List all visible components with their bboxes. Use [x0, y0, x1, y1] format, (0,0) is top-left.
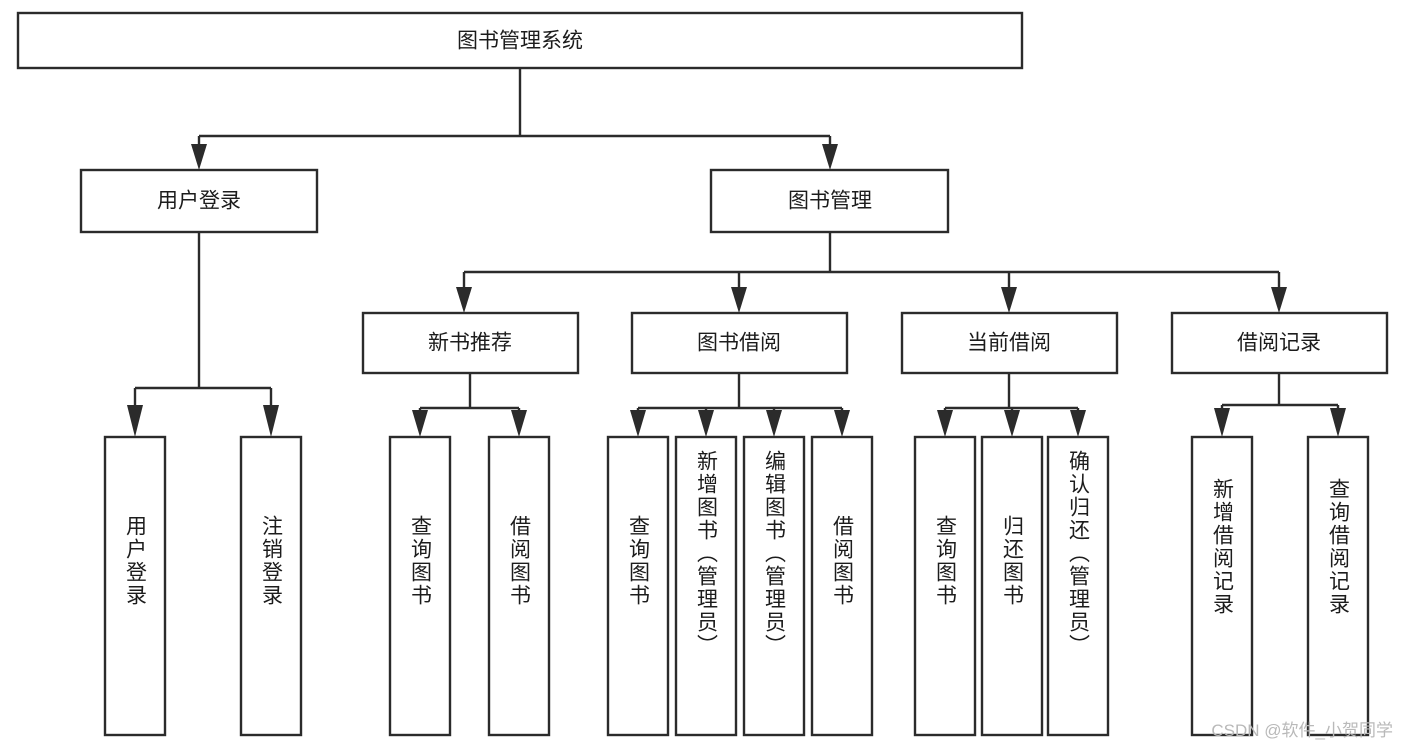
- node-current-borrow-box[interactable]: [900, 311, 1119, 375]
- connector-group-new-book-recommend: [412, 373, 527, 437]
- node-user-login[interactable]: 用户登录: [79, 168, 319, 234]
- node-leaf-confirm-return-label: 确认归还（管理员）: [1067, 450, 1091, 657]
- arrow-head-current-borrow: [1001, 287, 1017, 313]
- node-book-management-box[interactable]: [709, 168, 950, 234]
- node-leaf-borrow-book-1[interactable]: 借阅图书: [487, 435, 551, 737]
- connector-group-book-borrow: [630, 373, 850, 437]
- node-leaf-confirm-return[interactable]: 确认归还（管理员）: [1046, 435, 1110, 737]
- node-book-borrow-box[interactable]: [630, 311, 849, 375]
- arrow-head-leaf-edit-book: [766, 410, 782, 437]
- arrow-head-new-book-recommend: [456, 287, 472, 313]
- node-leaf-add-book-box[interactable]: [674, 435, 738, 737]
- arrow-head-leaf-borrow-book-1: [511, 410, 527, 437]
- node-leaf-edit-book-box[interactable]: [742, 435, 806, 737]
- node-borrow-record-box[interactable]: [1170, 311, 1389, 375]
- node-leaf-query-record[interactable]: 查询借阅记录: [1306, 435, 1370, 737]
- node-root-box[interactable]: [16, 11, 1024, 70]
- node-new-book-recommend[interactable]: 新书推荐: [361, 311, 580, 375]
- node-user-login-box[interactable]: [79, 168, 319, 234]
- node-leaf-borrow-book-2-label: 借阅图书: [831, 515, 855, 607]
- node-leaf-query-book-2-box[interactable]: [606, 435, 670, 737]
- node-leaf-user-login-box[interactable]: [103, 435, 167, 737]
- connector-group-root: [191, 68, 838, 170]
- node-leaf-logout-login-box[interactable]: [239, 435, 303, 737]
- node-leaf-query-book-3[interactable]: 查询图书: [913, 435, 977, 737]
- node-leaf-query-book-2[interactable]: 查询图书: [606, 435, 670, 737]
- node-leaf-borrow-book-1-label: 借阅图书: [508, 515, 532, 607]
- arrow-head-book-management: [822, 144, 838, 170]
- node-leaf-user-login[interactable]: 用户登录: [103, 435, 167, 737]
- node-root-label: 图书管理系统: [457, 30, 583, 53]
- node-leaf-query-book-1-box[interactable]: [388, 435, 452, 737]
- node-borrow-record[interactable]: 借阅记录: [1170, 311, 1389, 375]
- node-leaf-add-record-box[interactable]: [1190, 435, 1254, 737]
- node-leaf-query-book-3-label: 查询图书: [934, 515, 958, 607]
- arrow-head-leaf-confirm-return: [1070, 410, 1086, 437]
- node-book-management-label: 图书管理: [788, 190, 872, 213]
- node-leaf-logout-login-label: 注销登录: [260, 515, 284, 607]
- node-leaf-edit-book[interactable]: 编辑图书（管理员）: [742, 435, 806, 737]
- node-leaf-confirm-return-box[interactable]: [1046, 435, 1110, 737]
- connector-group-book-management: [456, 232, 1287, 313]
- node-leaf-add-record-label: 新增借阅记录: [1211, 478, 1235, 616]
- node-leaf-logout-login[interactable]: 注销登录: [239, 435, 303, 737]
- node-leaf-borrow-book-1-box[interactable]: [487, 435, 551, 737]
- node-book-management[interactable]: 图书管理: [709, 168, 950, 234]
- node-leaf-query-book-2-label: 查询图书: [627, 515, 651, 607]
- arrow-head-leaf-add-record: [1214, 408, 1230, 437]
- node-leaf-borrow-book-2[interactable]: 借阅图书: [810, 435, 874, 737]
- node-root[interactable]: 图书管理系统: [16, 11, 1024, 70]
- node-new-book-recommend-label: 新书推荐: [428, 332, 512, 355]
- arrow-head-user-login: [191, 144, 207, 170]
- node-book-borrow[interactable]: 图书借阅: [630, 311, 849, 375]
- node-current-borrow[interactable]: 当前借阅: [900, 311, 1119, 375]
- node-leaf-query-book-1[interactable]: 查询图书: [388, 435, 452, 737]
- node-leaf-add-book[interactable]: 新增图书（管理员）: [674, 435, 738, 737]
- arrow-head-leaf-query-book-3: [937, 410, 953, 437]
- node-leaf-query-record-label: 查询借阅记录: [1327, 478, 1351, 616]
- node-leaf-query-book-3-box[interactable]: [913, 435, 977, 737]
- node-leaf-user-login-label: 用户登录: [124, 515, 148, 607]
- arrow-head-leaf-query-record: [1330, 408, 1346, 437]
- node-leaf-query-book-1-label: 查询图书: [409, 515, 433, 607]
- arrow-head-leaf-logout-login: [263, 405, 279, 437]
- node-leaf-borrow-book-2-box[interactable]: [810, 435, 874, 737]
- arrow-head-leaf-borrow-book-2: [834, 410, 850, 437]
- connector-group-borrow-record: [1214, 373, 1346, 437]
- node-borrow-record-label: 借阅记录: [1237, 332, 1321, 355]
- node-leaf-add-book-label: 新增图书（管理员）: [695, 450, 719, 657]
- node-current-borrow-label: 当前借阅: [967, 332, 1051, 355]
- connector-group-current-borrow: [937, 373, 1086, 437]
- arrow-head-leaf-return-book: [1004, 410, 1020, 437]
- node-leaf-query-record-box[interactable]: [1306, 435, 1370, 737]
- arrow-head-book-borrow: [731, 287, 747, 313]
- node-leaf-return-book[interactable]: 归还图书: [980, 435, 1044, 737]
- node-new-book-recommend-box[interactable]: [361, 311, 580, 375]
- node-leaf-return-book-label: 归还图书: [1001, 515, 1025, 607]
- node-leaf-add-record[interactable]: 新增借阅记录: [1190, 435, 1254, 737]
- node-leaf-edit-book-label: 编辑图书（管理员）: [763, 450, 787, 657]
- arrow-head-leaf-add-book: [698, 410, 714, 437]
- arrow-head-leaf-user-login: [127, 405, 143, 437]
- node-leaf-return-book-box[interactable]: [980, 435, 1044, 737]
- connector-group-user-login: [127, 232, 279, 437]
- arrow-head-borrow-record: [1271, 287, 1287, 313]
- node-user-login-label: 用户登录: [157, 190, 241, 213]
- arrow-head-leaf-query-book-1: [412, 410, 428, 437]
- arrow-head-leaf-query-book-2: [630, 410, 646, 437]
- node-book-borrow-label: 图书借阅: [697, 332, 781, 355]
